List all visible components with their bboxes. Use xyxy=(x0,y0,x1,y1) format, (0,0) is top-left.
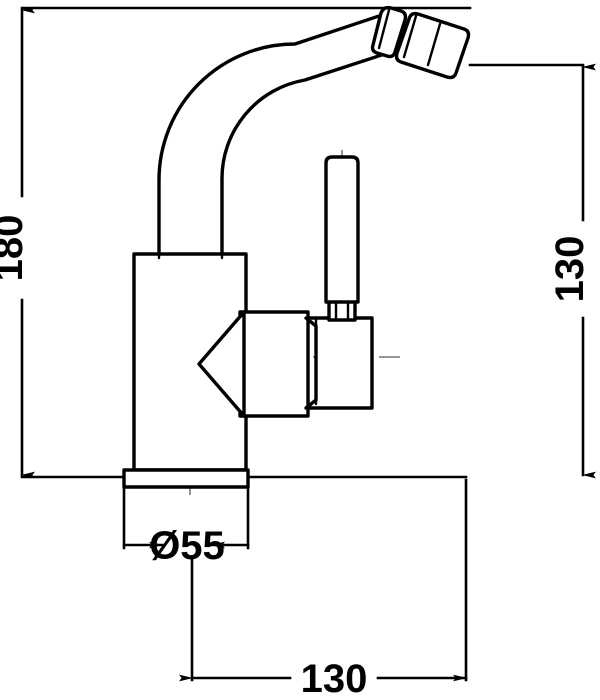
body-transition-wedge xyxy=(197,310,246,418)
tap-outline-group xyxy=(122,5,471,489)
aerator-divider-1 xyxy=(377,8,391,50)
dimension-label-spout-reach: 130 xyxy=(301,657,368,700)
dimension-labels-group: 180 130 Ø55 130 xyxy=(0,215,592,700)
dimension-lines-group xyxy=(20,6,596,682)
dimension-label-overall-height: 180 xyxy=(0,215,31,282)
aerator-divider-2 xyxy=(402,14,418,59)
detail-lines-group xyxy=(157,8,442,406)
dimension-label-spout-height: 130 xyxy=(548,236,592,303)
spout-tube xyxy=(157,12,399,260)
aerator-divider-3 xyxy=(426,22,442,67)
lever-handle xyxy=(324,155,360,304)
valve-body xyxy=(238,310,310,418)
base-flange xyxy=(122,468,250,489)
dimension-label-base-diameter: Ø55 xyxy=(149,524,225,568)
